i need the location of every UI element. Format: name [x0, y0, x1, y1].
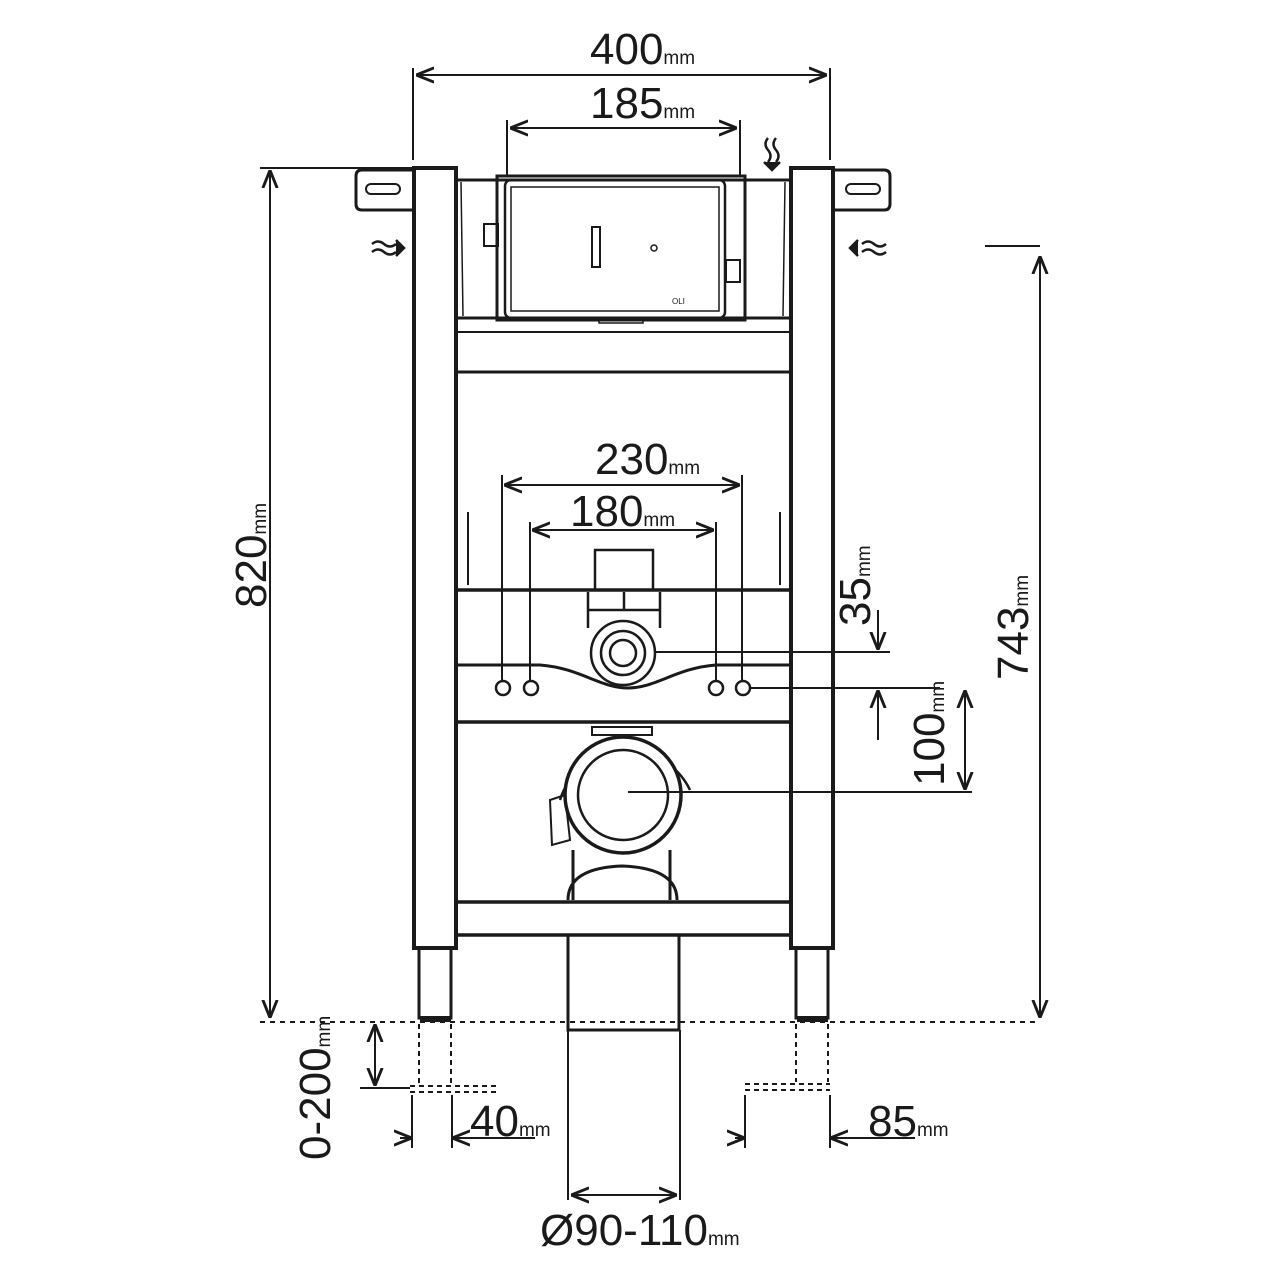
inlet-pipe: [586, 548, 662, 687]
dim-185: 185mm: [590, 79, 695, 128]
dim-drain-diameter: Ø90-110mm: [540, 1206, 740, 1255]
water-flow-arrow-top-icon: [763, 137, 781, 172]
left-post: [412, 166, 458, 950]
right-bracket: [833, 168, 892, 212]
dimension-lines: [260, 68, 1040, 1195]
right-post: [789, 166, 835, 950]
right-leg: [794, 946, 830, 1020]
water-flow-arrow-right-icon: [848, 239, 887, 257]
water-flow-arrow-left-icon: [371, 239, 406, 257]
left-bracket: [354, 168, 414, 212]
dim-743: 743mm: [989, 575, 1038, 680]
dim-180: 180mm: [570, 487, 675, 536]
cistern-logo: OLI: [672, 297, 685, 306]
dim-35: 35mm: [831, 545, 880, 626]
dim-85: 85mm: [868, 1097, 949, 1146]
dim-400: 400mm: [590, 25, 695, 74]
drain-pipe: [566, 933, 681, 1032]
dim-820: 820mm: [227, 503, 276, 608]
left-leg: [417, 946, 453, 1020]
outlet-pipe: [548, 726, 692, 1200]
cistern: OLI: [483, 174, 747, 324]
dim-40: 40mm: [470, 1097, 551, 1146]
dim-0-200: 0-200mm: [291, 1016, 340, 1160]
dim-230: 230mm: [595, 435, 700, 484]
dim-100: 100mm: [905, 681, 954, 786]
